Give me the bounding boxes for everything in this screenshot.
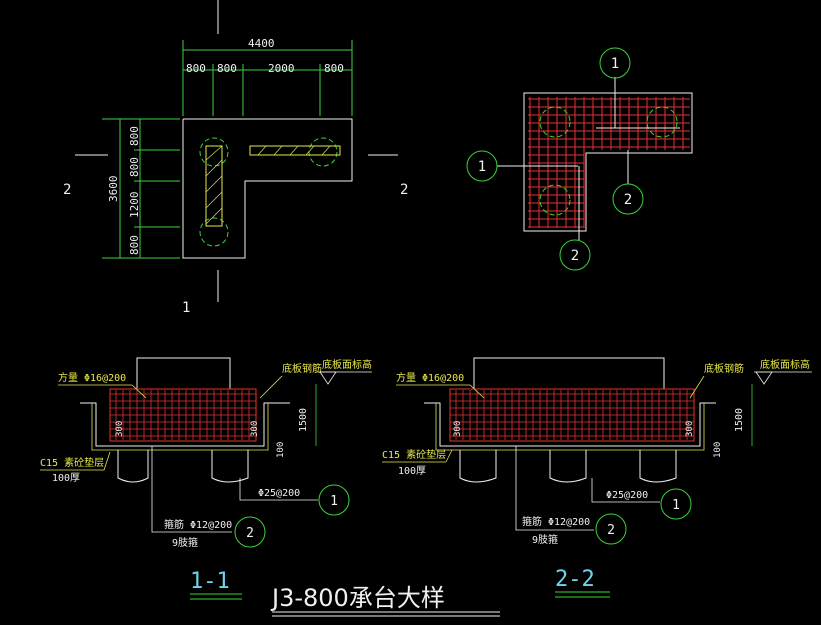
section-2-bottom-offset: 100 xyxy=(713,442,723,458)
section-1-title: 1-1 xyxy=(190,569,230,594)
section-1-stirrup-callout xyxy=(234,516,266,548)
section-2-cushion xyxy=(435,403,705,451)
section-1-bars xyxy=(110,390,256,440)
cap-plan-view: 2 2 1 44 xyxy=(63,0,408,316)
drawing-title-block: J3-800承台大样 xyxy=(270,584,500,617)
section-1-bottom-offset: 100 xyxy=(276,442,286,458)
section-1-slab-level: 底板面标高 xyxy=(322,358,372,371)
svg-text:1: 1 xyxy=(672,498,680,513)
section-1-main-bar-callout xyxy=(318,484,350,516)
section-1-cushion-label: C15 素砼垫层 xyxy=(40,456,104,469)
rebar-plan-piles xyxy=(539,106,678,216)
dim-top-3: 2000 xyxy=(268,62,295,75)
section-1-cushion-thickness: 100厚 xyxy=(52,472,80,484)
dim-left-3: 1200 xyxy=(128,192,141,219)
cap-outline xyxy=(182,118,353,259)
drawing-title: J3-800承台大样 xyxy=(270,584,445,612)
dimension-lines-top xyxy=(182,40,353,116)
section-marker-right: 2 xyxy=(400,182,408,198)
dim-left-2: 800 xyxy=(128,157,141,177)
section-2-slab-rebar: 底板钢筋 xyxy=(704,362,744,375)
dim-left-1: 800 xyxy=(128,126,141,146)
section-1-piles xyxy=(117,450,249,483)
section-2-side-right: 300 xyxy=(685,421,695,437)
section-2-body xyxy=(424,402,716,447)
section-2-bars xyxy=(450,390,694,440)
dim-top-4: 800 xyxy=(324,62,344,75)
column-horizontal xyxy=(249,145,341,156)
section-2-column xyxy=(473,357,665,389)
section-2-main-bar-callout xyxy=(660,488,692,520)
section-1-slab-rebar: 底板钢筋 xyxy=(282,362,322,375)
rebar-leader-lines xyxy=(497,77,680,240)
section-1-stirrup: 箍筋 Φ12@200 xyxy=(164,518,232,531)
rebar-callout-left: 1 xyxy=(466,150,498,182)
rebar-callout-right: 2 xyxy=(612,183,644,215)
section-2-side-left: 300 xyxy=(453,421,463,437)
section-1-side-right: 300 xyxy=(250,421,260,437)
svg-text:1: 1 xyxy=(478,159,486,175)
section-2-stirrup-note: 9肢箍 xyxy=(532,533,558,546)
section-1-column xyxy=(136,357,231,389)
rebar-callout-top: 1 xyxy=(599,47,631,79)
svg-text:1: 1 xyxy=(330,494,338,509)
section-2-depth: 1500 xyxy=(734,408,745,432)
section-marker-bottom: 1 xyxy=(182,300,190,316)
section-1-1: 方量 Φ16@200 底板钢筋 底板面标高 1500 300 300 100 C… xyxy=(40,357,372,600)
section-1-depth: 1500 xyxy=(298,408,309,432)
dim-total-width: 4400 xyxy=(248,37,275,50)
svg-text:2: 2 xyxy=(607,523,615,538)
section-2-slab-level: 底板面标高 xyxy=(760,358,810,371)
rebar-plan-view: 1 1 2 2 xyxy=(466,47,693,271)
section-2-stirrup-callout xyxy=(595,513,627,545)
section-2-cushion-label: C15 素砼垫层 xyxy=(382,448,446,461)
dim-left-4: 800 xyxy=(128,235,141,255)
section-2-piles xyxy=(459,450,677,483)
dim-top-2: 800 xyxy=(217,62,237,75)
svg-text:1: 1 xyxy=(611,56,619,72)
rebar-plan-outline xyxy=(523,92,693,232)
dimension-lines-left xyxy=(102,118,180,259)
svg-text:2: 2 xyxy=(246,526,254,541)
svg-text:2: 2 xyxy=(624,192,632,208)
section-2-title: 2-2 xyxy=(555,567,595,592)
section-2-main-bar: Φ25@200 xyxy=(606,490,648,501)
rebar-mesh xyxy=(528,97,690,228)
rebar-callout-bottom: 2 xyxy=(559,239,591,271)
section-1-top-bar: 方量 Φ16@200 xyxy=(58,371,126,384)
dim-top-1: 800 xyxy=(186,62,206,75)
section-2-top-bar: 方量 Φ16@200 xyxy=(396,371,464,384)
section-1-cushion xyxy=(91,403,269,451)
section-1-side-left: 300 xyxy=(115,421,125,437)
section-1-main-bar: Φ25@200 xyxy=(258,488,300,499)
svg-text:2: 2 xyxy=(571,248,579,264)
dim-total-height: 3600 xyxy=(107,176,120,203)
section-marker-left: 2 xyxy=(63,182,71,198)
section-2-cushion-thickness: 100厚 xyxy=(398,465,426,477)
column-vertical xyxy=(205,145,223,227)
section-2-2: 方量 Φ16@200 底板钢筋 底板面标高 1500 300 300 100 C… xyxy=(382,357,812,598)
section-1-stirrup-note: 9肢箍 xyxy=(172,536,198,549)
section-2-stirrup: 箍筋 Φ12@200 xyxy=(522,515,590,528)
pile-circles xyxy=(199,137,338,247)
